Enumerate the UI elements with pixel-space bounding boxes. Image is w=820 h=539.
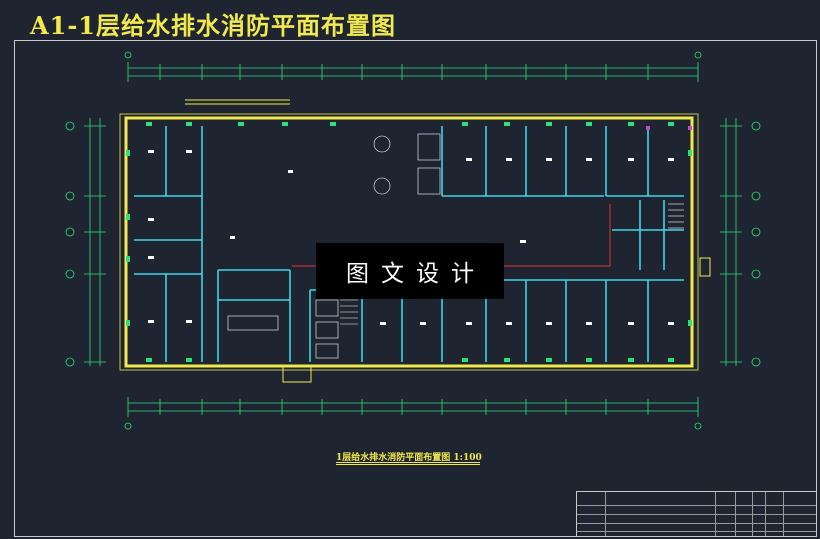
plan-caption: 1层给水排水消防平面布置图 1:100: [336, 453, 482, 463]
watermark-text: 图文设计: [346, 261, 486, 287]
title-block-col: [735, 492, 736, 536]
title-block-row: [577, 531, 816, 532]
caption-underline-2: [336, 464, 480, 465]
axis-bubbles: [65, 51, 761, 430]
title-block-col: [605, 492, 606, 536]
title-block-row: [577, 514, 816, 515]
title-block: [576, 491, 817, 537]
title-block-col: [715, 492, 716, 536]
title-block-row: [577, 505, 816, 506]
caption-underline: [336, 462, 480, 463]
hydrant-markers: [126, 122, 692, 362]
title-block-row: [577, 523, 816, 524]
sheet-title: A1-1层给水排水消防平面布置图: [30, 11, 396, 40]
title-block-col: [752, 492, 753, 536]
stairs-elevators: [227, 133, 684, 359]
top-dimension-chain: [127, 62, 699, 82]
magenta-tags: [646, 126, 692, 130]
right-dimension-chain: [720, 118, 742, 366]
drawing-frame: [14, 40, 817, 537]
interior-partitions: [134, 126, 684, 362]
fixtures: [148, 150, 674, 325]
title-block-col: [783, 492, 784, 536]
left-dimension-chain: [84, 118, 106, 366]
watermark-box: 图文设计: [316, 243, 504, 299]
title-block-col: [765, 492, 766, 536]
exterior-walls: [119, 99, 711, 383]
bottom-dimension-chain: [127, 397, 699, 417]
